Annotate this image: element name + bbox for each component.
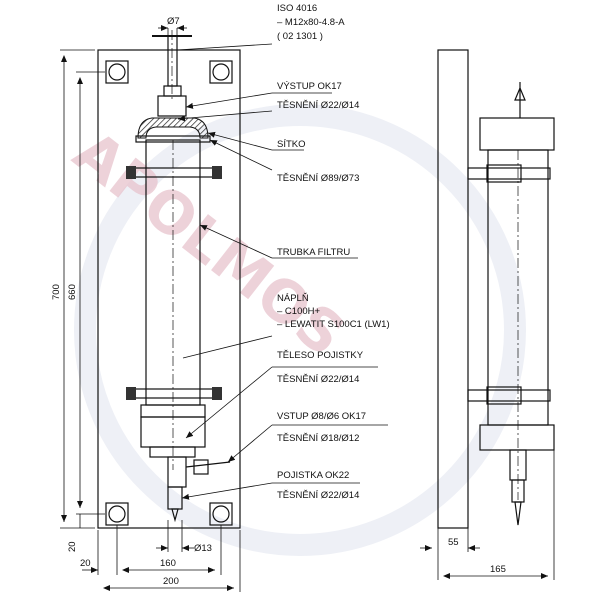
mounting-plate [97, 49, 241, 529]
inlet-fitting [167, 456, 187, 488]
dim-w-total: 200 [163, 576, 179, 587]
mounting-bolt-top-right [209, 60, 233, 84]
side-view [437, 49, 555, 529]
filter-cap [137, 117, 209, 139]
callout-tesneni-1: TĚSNĚNÍ Ø22/Ø14 [277, 100, 359, 111]
bolt-shaft [167, 35, 178, 87]
dim-w-left: 20 [80, 558, 91, 569]
callout-vstup: VSTUP Ø8/Ø6 OK17 [277, 411, 366, 422]
callout-napln-1: – C100H+ [277, 306, 320, 317]
iso-label-1: ISO 4016 [277, 3, 317, 14]
dim-side-w2: 165 [490, 564, 506, 575]
callout-vystup: VÝSTUP OK17 [277, 81, 342, 92]
mounting-bolt-bottom-left [105, 502, 129, 526]
iso-label-2: – M12x80-4.8-A [277, 17, 345, 28]
outlet-fitting [163, 85, 182, 97]
dim-h-bottom: 20 [67, 541, 78, 552]
callout-tesneni-5: TĚSNĚNÍ Ø22/Ø14 [277, 490, 359, 501]
dim-d-bottom: Ø13 [194, 543, 212, 554]
callout-tesneni-2: TĚSNĚNÍ Ø89/Ø73 [277, 173, 359, 184]
dim-h-inner: 660 [67, 284, 78, 300]
callout-napln: NÁPLŇ [277, 293, 309, 304]
callout-tesneni-4: TĚSNĚNÍ Ø18/Ø12 [277, 433, 359, 444]
callout-sitko: SÍTKO [277, 139, 306, 150]
leader-lines [176, 43, 388, 500]
dimensions: Ø7 700 660 20 20 160 200 Ø13 [51, 16, 555, 592]
dim-d-top: Ø7 [167, 16, 180, 27]
dim-side-w1: 55 [448, 537, 459, 548]
side-plate [437, 49, 469, 529]
callout-labels: ISO 4016 – M12x80-4.8-A ( 02 1301 ) VÝST… [277, 3, 390, 501]
callout-napln-2: – LEWATIT S100C1 (LW1) [277, 319, 390, 330]
side-cap [479, 117, 555, 151]
callout-teleso: TĚLESO POJISTKY [277, 350, 364, 361]
dim-w-inner: 160 [160, 558, 176, 569]
lower-clamp [127, 388, 221, 399]
mounting-bolt-top-left [105, 60, 129, 84]
callout-tesneni-3: TĚSNĚNÍ Ø22/Ø14 [277, 374, 359, 385]
front-view [97, 30, 241, 529]
callout-pojistka: POJISTKA OK22 [277, 470, 349, 481]
callout-trubka: TRUBKA FILTRU [277, 247, 350, 258]
dim-h-total: 700 [51, 284, 62, 300]
iso-label-3: ( 02 1301 ) [277, 31, 323, 42]
